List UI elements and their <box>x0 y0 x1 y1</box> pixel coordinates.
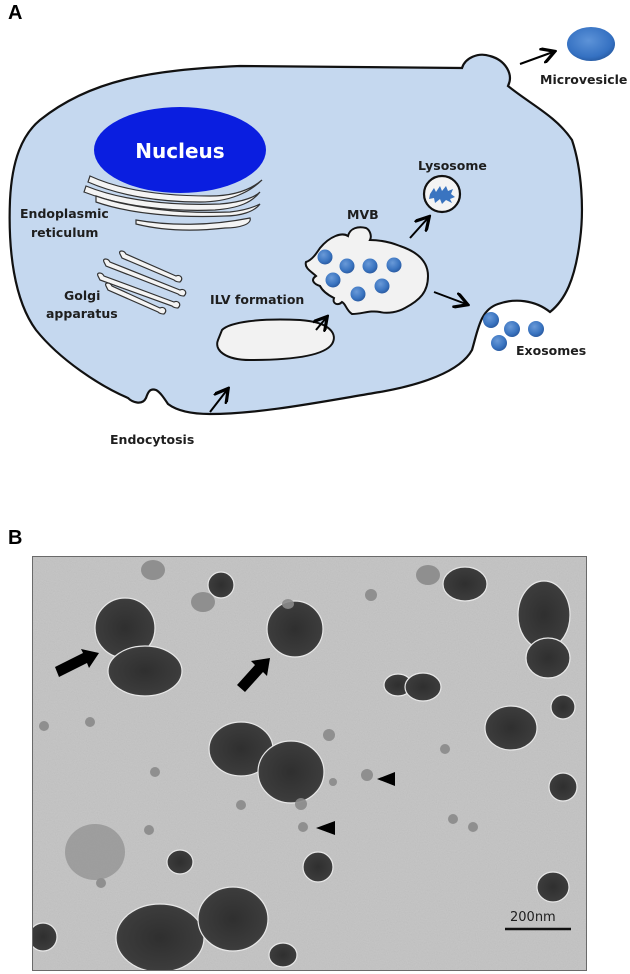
nucleus-label: Nucleus <box>135 139 224 163</box>
golgi-label-line2: apparatus <box>46 306 118 321</box>
arrow-mvb-to-lysosome <box>409 218 428 239</box>
tem-micrograph: 200nm <box>32 556 587 971</box>
er-label-line1: Endoplasmic <box>20 206 109 221</box>
panel-label-a: A <box>8 2 23 24</box>
microvesicle-label: Microvesicle <box>540 72 627 87</box>
arrow-markers <box>55 649 270 692</box>
er-label-line2: reticulum <box>31 225 98 240</box>
arrowhead-markers <box>316 772 395 835</box>
intraluminal-vesicles <box>317 249 402 302</box>
extracellular-vesicles <box>33 566 578 970</box>
microvesicle-icon <box>567 27 615 61</box>
scale-bar-label: 200nm <box>510 910 556 925</box>
exosomes-label: Exosomes <box>516 343 586 358</box>
cell-diagram: Microvesicle Nucleus Endoplasmic reticul… <box>8 27 627 447</box>
arrow-endocytosis <box>209 390 227 413</box>
arrow-endosome-to-mvb <box>316 318 326 330</box>
nucleus <box>94 107 266 193</box>
endosome-icon <box>216 318 335 362</box>
ilv-formation-label: ILV formation <box>210 292 304 307</box>
panel-label-b: B <box>8 527 23 549</box>
lysosome-label: Lysosome <box>418 158 487 173</box>
mvb-label: MVB <box>347 207 379 222</box>
endocytosis-label: Endocytosis <box>110 432 194 447</box>
arrow-mvb-to-membrane <box>433 291 466 304</box>
golgi-label-line1: Golgi <box>64 288 100 303</box>
exosomes-icon <box>483 312 544 351</box>
endoplasmic-reticulum-icon <box>83 175 263 231</box>
golgi-apparatus-icon <box>97 250 187 315</box>
